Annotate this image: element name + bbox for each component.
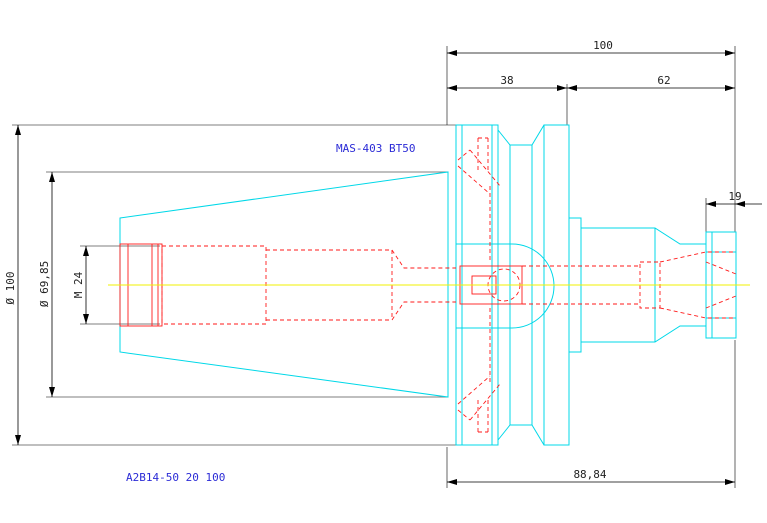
part-number-label: A2B14-50 20 100 [126,471,225,484]
dimension-body-length: 62 [567,74,735,91]
dimension-total-length: 100 [446,39,736,232]
holder-standard-label: MAS-403 BT50 [336,142,415,155]
dimension-taper-diameter: Ø 69,85 [38,171,448,398]
dim-label-taper-diameter: Ø 69,85 [38,261,51,307]
dimension-flange-length: 38 [447,74,568,125]
dim-label-flange-length: 38 [500,74,513,87]
dim-label-gauge-length: 88,84 [573,468,606,481]
dim-label-nut-length: 19 [728,190,741,203]
dim-label-outer-diameter: Ø 100 [4,271,17,304]
dimension-nut-length: 19 [705,190,762,232]
dim-label-total-length: 100 [593,39,613,52]
dimension-gauge-length: 88,84 [446,340,736,488]
dimension-outer-diameter: Ø 100 [4,124,458,446]
dim-label-thread: M 24 [72,271,85,298]
dim-label-body-length: 62 [657,74,670,87]
